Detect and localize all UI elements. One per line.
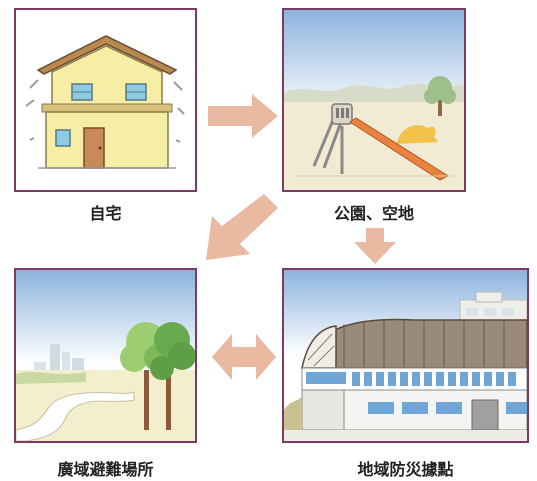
home-panel (14, 8, 197, 192)
arrow-park-to-center (354, 228, 396, 264)
evacuation-area-panel (14, 268, 197, 443)
park-illustration (284, 10, 464, 190)
disaster-center-label: 地域防災據點 (357, 460, 454, 479)
evacuation-area-label: 廣域避難場所 (57, 460, 154, 479)
evacuation-area-illustration (16, 270, 195, 441)
park-label: 公園、空地 (333, 204, 414, 223)
house-illustration (16, 10, 195, 190)
disaster-center-illustration (284, 270, 527, 441)
park-panel (282, 8, 466, 192)
arrow-home-to-park (208, 94, 280, 138)
arrow-evacuation-center-bidirectional (212, 334, 276, 380)
home-label: 自宅 (89, 204, 122, 223)
arrow-park-to-evacuation (206, 194, 280, 262)
disaster-center-panel (282, 268, 529, 443)
